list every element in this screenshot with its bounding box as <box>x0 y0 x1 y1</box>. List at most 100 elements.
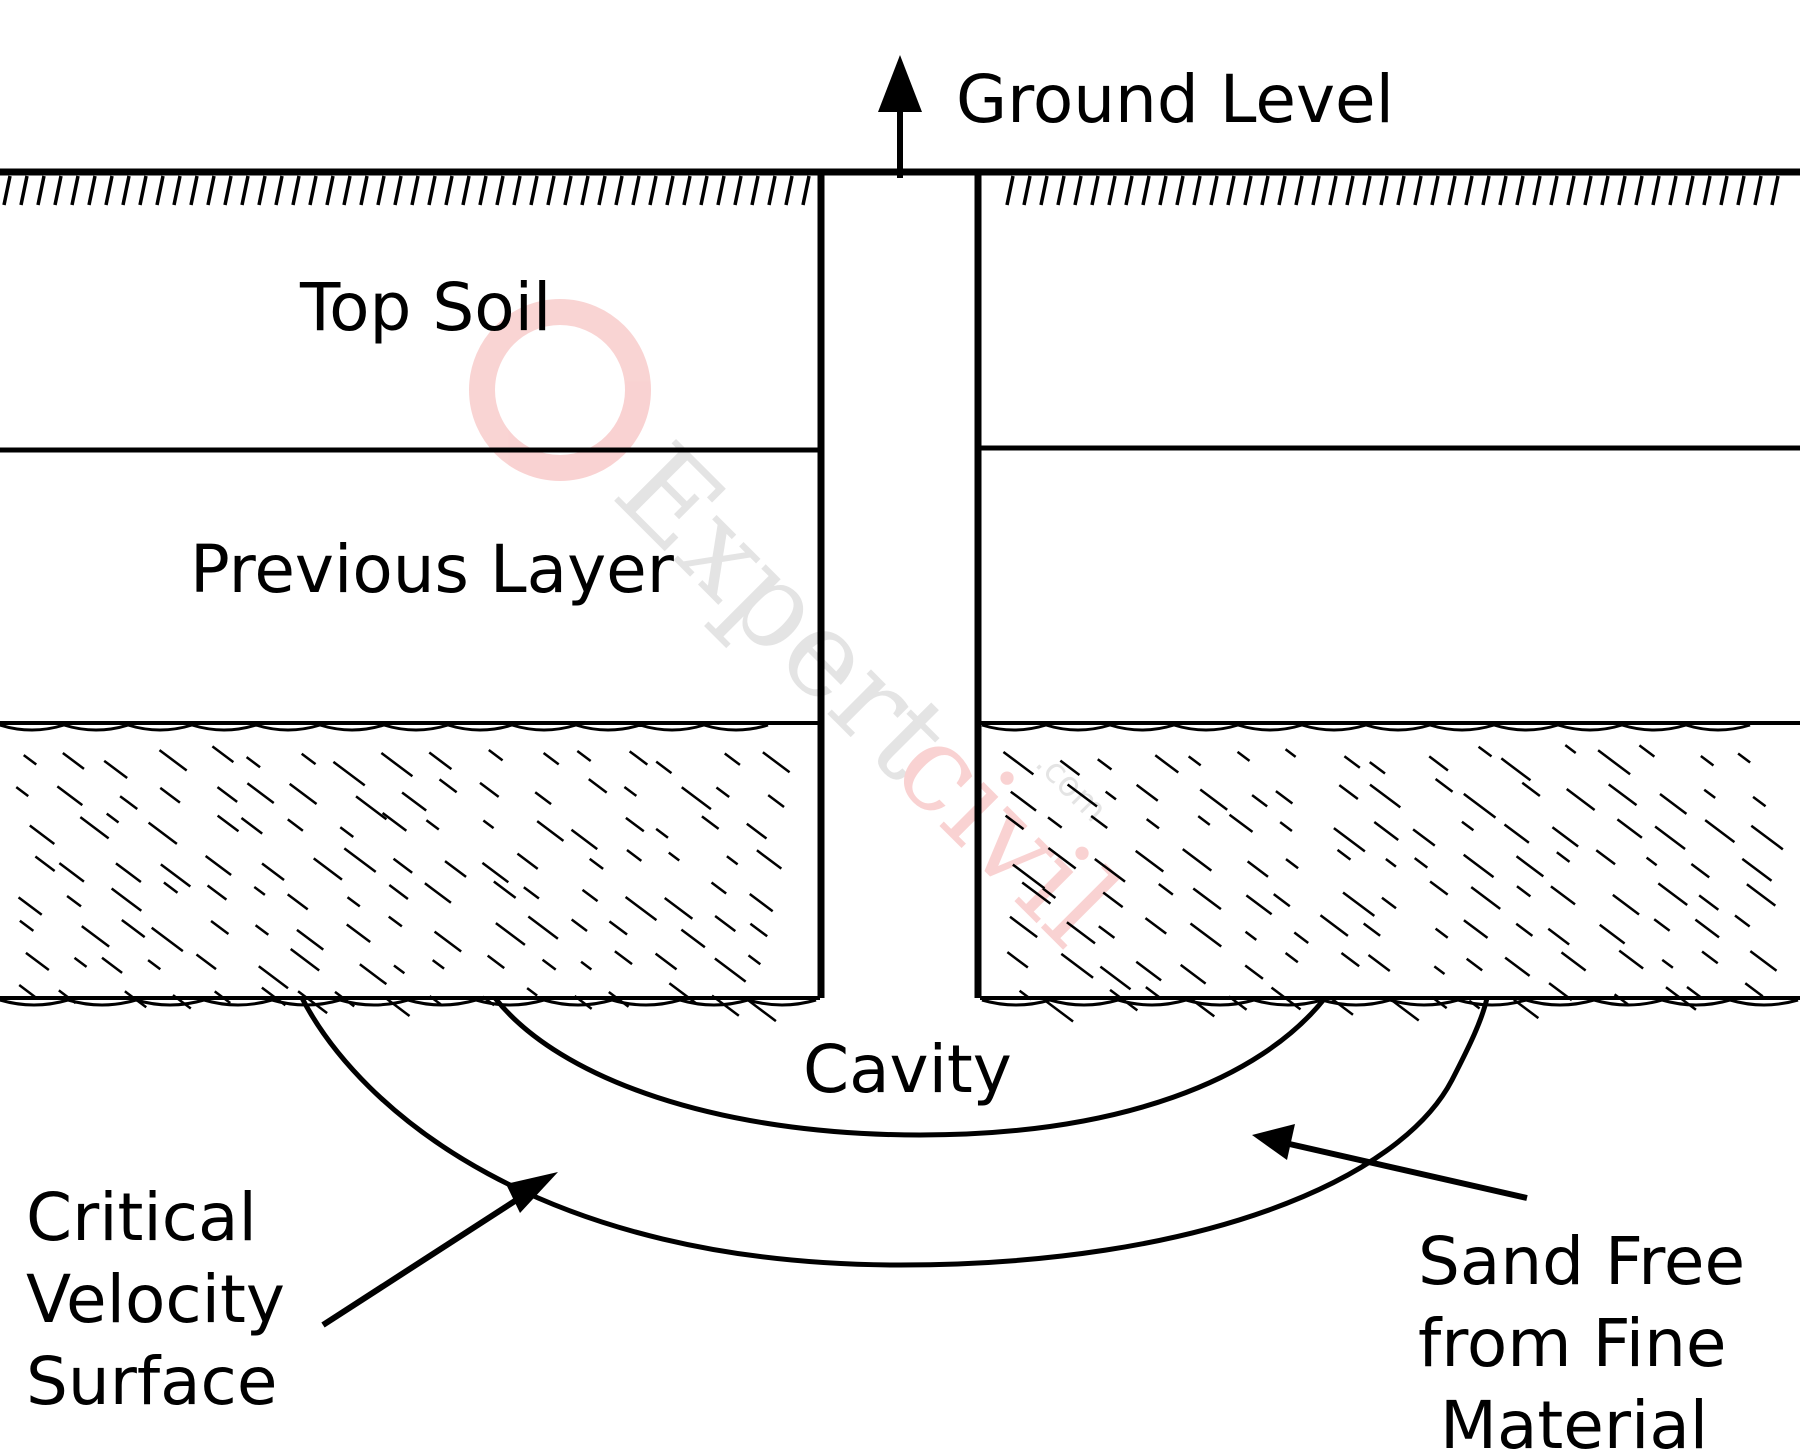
hatch-stroke <box>1175 175 1185 206</box>
hatch-stroke <box>1668 175 1678 206</box>
watermark: Expert civil .com <box>469 299 1143 973</box>
hatch-stroke <box>1260 175 1270 206</box>
sand-dash <box>715 786 730 799</box>
sand-dash <box>115 862 142 884</box>
sand-dash <box>1463 919 1489 939</box>
hatch-stroke <box>1073 175 1083 206</box>
sand-dash <box>1228 995 1248 1011</box>
sand-dash <box>1190 997 1216 1018</box>
sand-dash <box>1504 956 1531 977</box>
sand-dash <box>614 950 633 966</box>
sand-free-pointer <box>1284 1140 1528 1201</box>
sand-dash <box>680 786 712 811</box>
sand-dash <box>1548 982 1573 1002</box>
hatch-stroke <box>1124 175 1134 206</box>
sand-dash <box>424 882 452 904</box>
sand-dash <box>1547 927 1570 946</box>
sand-dash <box>668 851 681 862</box>
sand-dash <box>289 948 320 972</box>
sand-dash <box>211 745 235 764</box>
hatch-stroke <box>1413 175 1423 206</box>
critical-velocity-arrowhead-icon <box>506 1172 558 1213</box>
sand-dash <box>628 750 649 766</box>
sand-free-arrowhead-icon <box>1252 1124 1295 1160</box>
hatch-stroke <box>1651 175 1661 206</box>
hatch-stroke <box>2 175 12 206</box>
hatch-stroke <box>206 175 216 206</box>
sand-dash <box>624 895 658 922</box>
sand-dash <box>1145 986 1162 1000</box>
sand-dash <box>1515 855 1545 878</box>
hatch-stroke <box>1498 175 1508 206</box>
sand-dash <box>488 749 504 762</box>
sand-dash <box>312 857 343 881</box>
hatch-stroke <box>716 175 726 206</box>
sand-dash <box>1560 951 1587 972</box>
sand-dash <box>581 888 599 903</box>
sand-dash <box>388 884 409 900</box>
hatch-stroke <box>1430 175 1440 206</box>
sand-dash <box>346 896 361 908</box>
hatch-stroke <box>1481 175 1491 206</box>
sand-dash <box>1368 761 1386 775</box>
sand-dash <box>746 822 768 840</box>
sand-free-line-1: Sand Free <box>1418 1223 1745 1300</box>
hatch-stroke <box>1277 175 1287 206</box>
hatch-stroke <box>1226 175 1236 206</box>
sand-dash <box>383 996 411 1017</box>
sand-dash <box>1373 821 1399 841</box>
hatch-stroke <box>189 175 199 206</box>
sand-dash <box>121 918 146 939</box>
sand-dash <box>495 922 526 946</box>
sand-dash <box>526 987 538 997</box>
sand-dash <box>1741 857 1773 882</box>
sand-dash <box>710 881 727 895</box>
sand-dash <box>1413 857 1429 869</box>
sand-dash <box>204 854 232 877</box>
hatch-stroke <box>1311 175 1321 206</box>
sand-dash <box>206 884 228 901</box>
sand-dash <box>1607 783 1638 807</box>
sand-dash <box>1002 750 1035 776</box>
hatch-stroke <box>1056 175 1066 206</box>
sand-dash <box>756 849 783 870</box>
sand-dash <box>1182 848 1213 872</box>
sand-dash <box>1744 982 1764 998</box>
hatch-stroke <box>291 175 301 206</box>
sand-dash <box>339 826 355 838</box>
sand-dash <box>486 954 505 970</box>
sand-dash <box>103 759 128 780</box>
sand-dash <box>1135 960 1162 982</box>
hatch-stroke <box>1022 175 1032 206</box>
sand-dash <box>726 855 739 866</box>
ground-hatch <box>2 175 1780 206</box>
critical-velocity-line-3: Surface <box>26 1343 277 1420</box>
sand-dash <box>81 925 110 948</box>
sand-dash <box>1750 824 1784 851</box>
sand-dash <box>1477 745 1493 758</box>
sand-dash <box>147 959 162 971</box>
sand-free-label: Sand Free from Fine Material <box>1418 1223 1745 1451</box>
hatch-stroke <box>1634 175 1644 206</box>
sand-dash <box>1686 985 1702 999</box>
hatch-stroke <box>512 175 522 206</box>
sand-dash <box>1434 778 1454 793</box>
ground-level-label: Ground Level <box>956 61 1394 138</box>
sand-dash <box>1144 917 1167 935</box>
hatch-stroke <box>750 175 760 206</box>
sand-dash <box>1244 930 1258 941</box>
hatch-stroke <box>631 175 641 206</box>
sand-dash <box>1047 816 1063 829</box>
sand-dash <box>1749 950 1778 972</box>
hatch-stroke <box>121 175 131 206</box>
sand-dash <box>1551 826 1579 848</box>
sand-dash <box>1659 793 1688 815</box>
hatch-stroke <box>1549 175 1559 206</box>
sand-dash <box>1565 788 1596 812</box>
sand-dash <box>1556 851 1571 863</box>
sand-dash <box>1343 755 1361 769</box>
sand-dash <box>493 880 517 899</box>
sand-dash <box>1367 953 1391 972</box>
sand-dash <box>119 795 139 811</box>
